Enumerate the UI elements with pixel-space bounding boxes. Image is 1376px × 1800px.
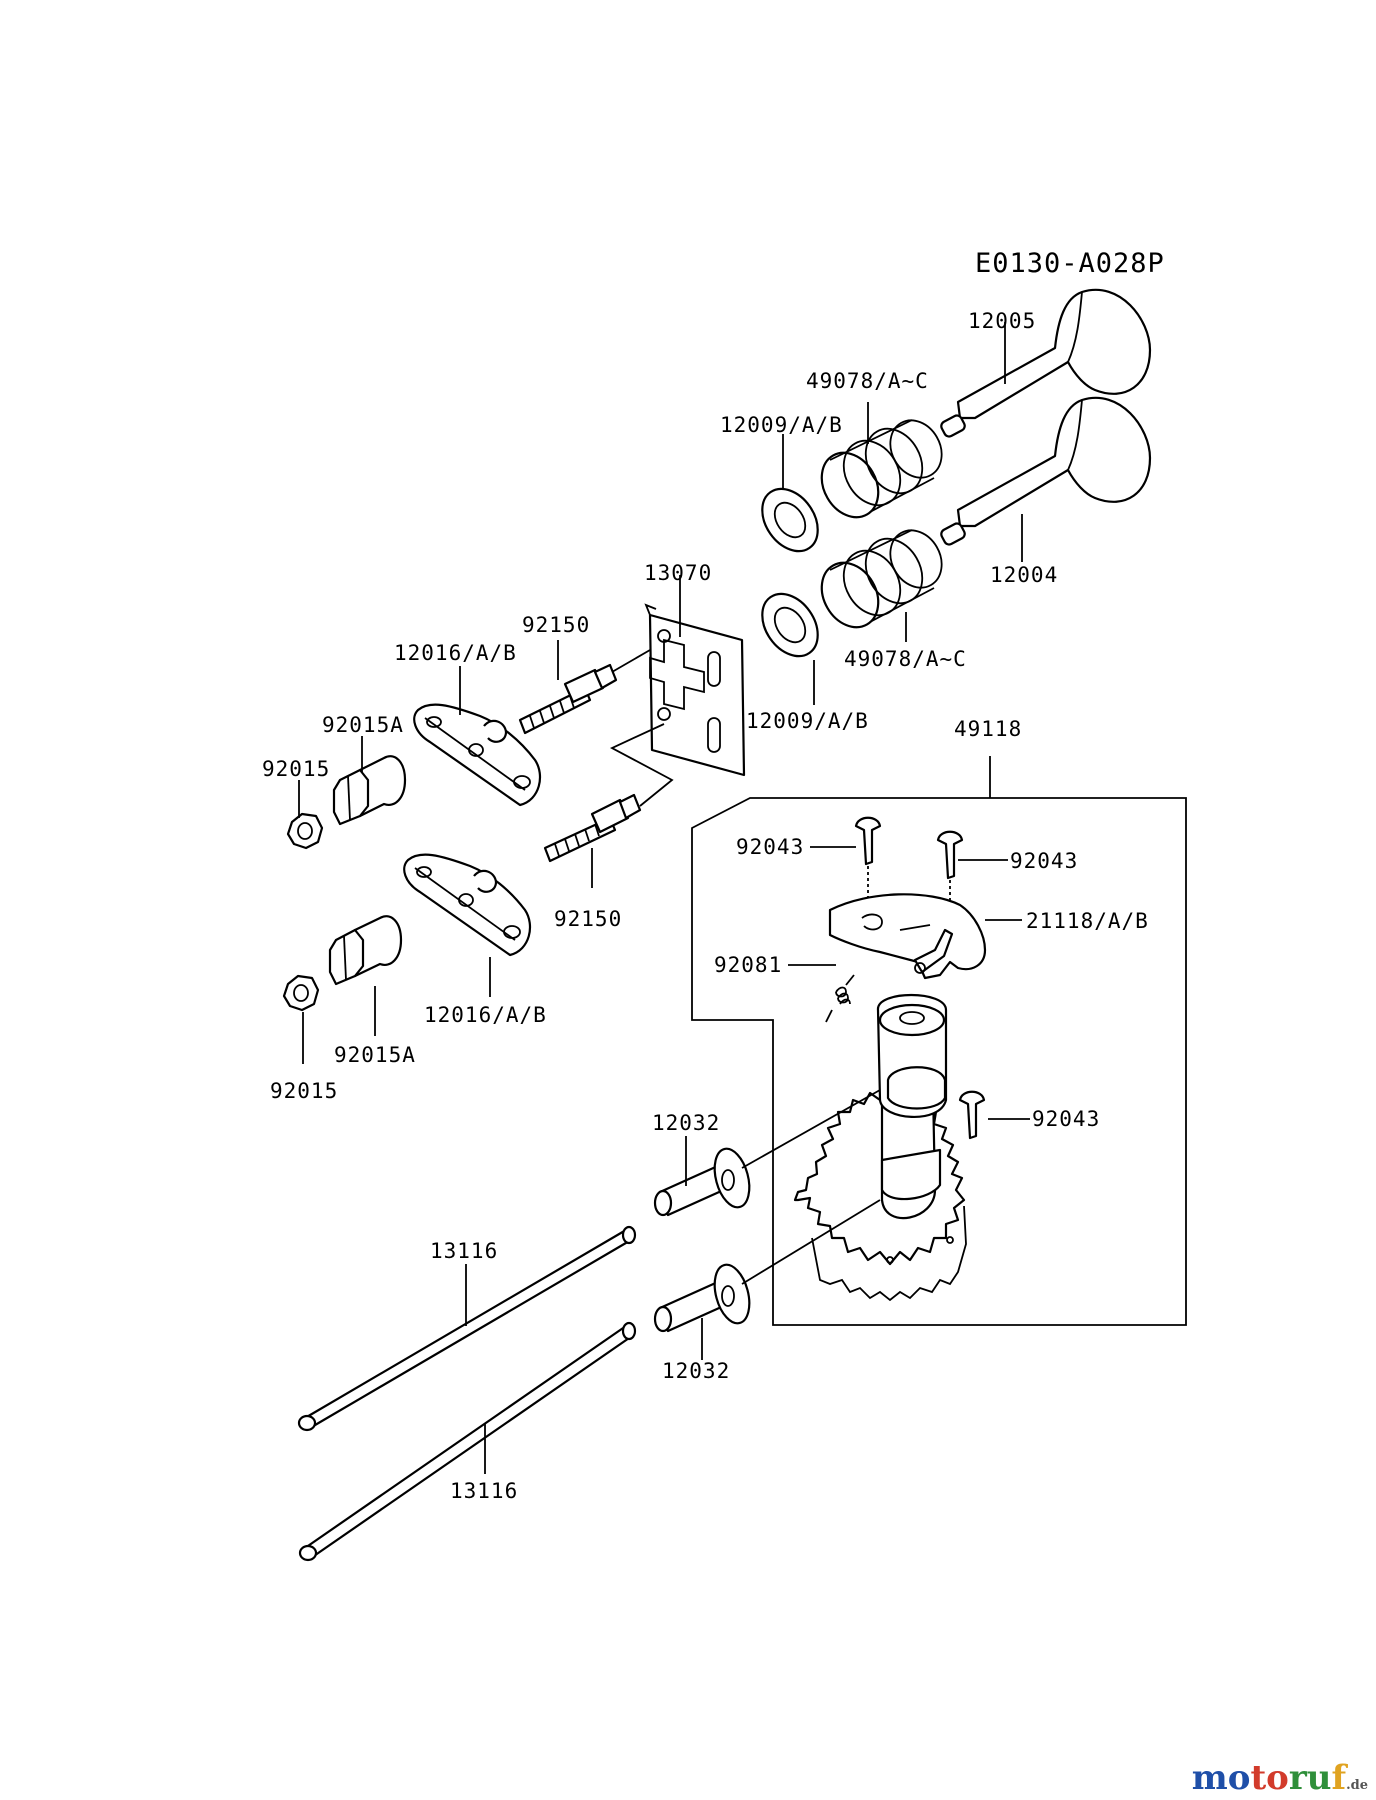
assembly-lines-plate [609, 649, 674, 807]
label-13116-b: 13116 [450, 1479, 518, 1503]
label-92150-b: 92150 [554, 907, 622, 931]
watermark-part-1: mo [1191, 1758, 1251, 1798]
label-92015-b: 92015 [270, 1079, 338, 1103]
bolt-92043-a [854, 816, 882, 866]
spring-lower [820, 529, 943, 629]
valve-12004 [940, 396, 1152, 546]
pivot-stud-lower [543, 793, 642, 863]
label-49078-b: 49078/A~C [844, 647, 967, 671]
label-92150-a: 92150 [522, 613, 590, 637]
label-12016-a: 12016/A/B [394, 641, 517, 665]
watermark-part-4: f [1331, 1758, 1347, 1798]
retainer-lower [761, 592, 819, 658]
label-49078-a: 49078/A~C [806, 369, 929, 393]
label-13116-a: 13116 [430, 1239, 498, 1263]
label-92015A-a: 92015A [322, 713, 404, 737]
watermark-part-3: ru [1288, 1758, 1332, 1798]
lock-nut-upper [286, 812, 324, 850]
label-21118: 21118/A/B [1026, 909, 1149, 933]
label-12005: 12005 [968, 309, 1036, 333]
rocker-arm-lower [403, 853, 532, 957]
diagram-code: E0130-A028P [975, 248, 1165, 279]
label-12032-b: 12032 [662, 1359, 730, 1383]
adjust-nut-upper [332, 755, 407, 826]
spring-92081 [825, 974, 855, 1023]
assembly-box-49118 [691, 797, 1187, 1326]
adjust-nut-lower [328, 915, 403, 986]
spring-upper [820, 419, 943, 519]
label-92015A-b: 92015A [334, 1043, 416, 1067]
label-49118: 49118 [954, 717, 1022, 741]
lock-nut-lower [282, 974, 320, 1012]
label-13070: 13070 [644, 561, 712, 585]
motoruf-watermark-logo: motoruf.de [1192, 1758, 1368, 1798]
label-92015-a: 92015 [262, 757, 330, 781]
tappet-lower [653, 1263, 751, 1333]
valve-12005 [940, 288, 1152, 438]
rocker-arm-upper [413, 703, 542, 807]
label-92043-a: 92043 [736, 835, 804, 859]
label-12009-a: 12009/A/B [720, 413, 843, 437]
push-rod-upper [297, 1225, 637, 1432]
label-92043-b: 92043 [1010, 849, 1078, 873]
label-92081: 92081 [714, 953, 782, 977]
camshaft-gear [793, 994, 967, 1302]
label-12032-a: 12032 [652, 1111, 720, 1135]
guide-plate-13070 [644, 603, 746, 777]
label-12009-b: 12009/A/B [746, 709, 869, 733]
label-12016-b: 12016/A/B [424, 1003, 547, 1027]
watermark-suffix: .de [1346, 1778, 1368, 1793]
watermark-part-2: to [1250, 1758, 1289, 1798]
label-12004: 12004 [990, 563, 1058, 587]
pivot-stud-upper [518, 663, 618, 735]
bolt-92043-c [958, 1090, 986, 1140]
tappet-upper [653, 1147, 751, 1217]
bolt-92043-b [936, 830, 964, 880]
label-92043-c: 92043 [1032, 1107, 1100, 1131]
push-rod-lower [298, 1321, 637, 1562]
decompressor-21118 [828, 893, 987, 980]
retainer-upper [761, 487, 819, 553]
